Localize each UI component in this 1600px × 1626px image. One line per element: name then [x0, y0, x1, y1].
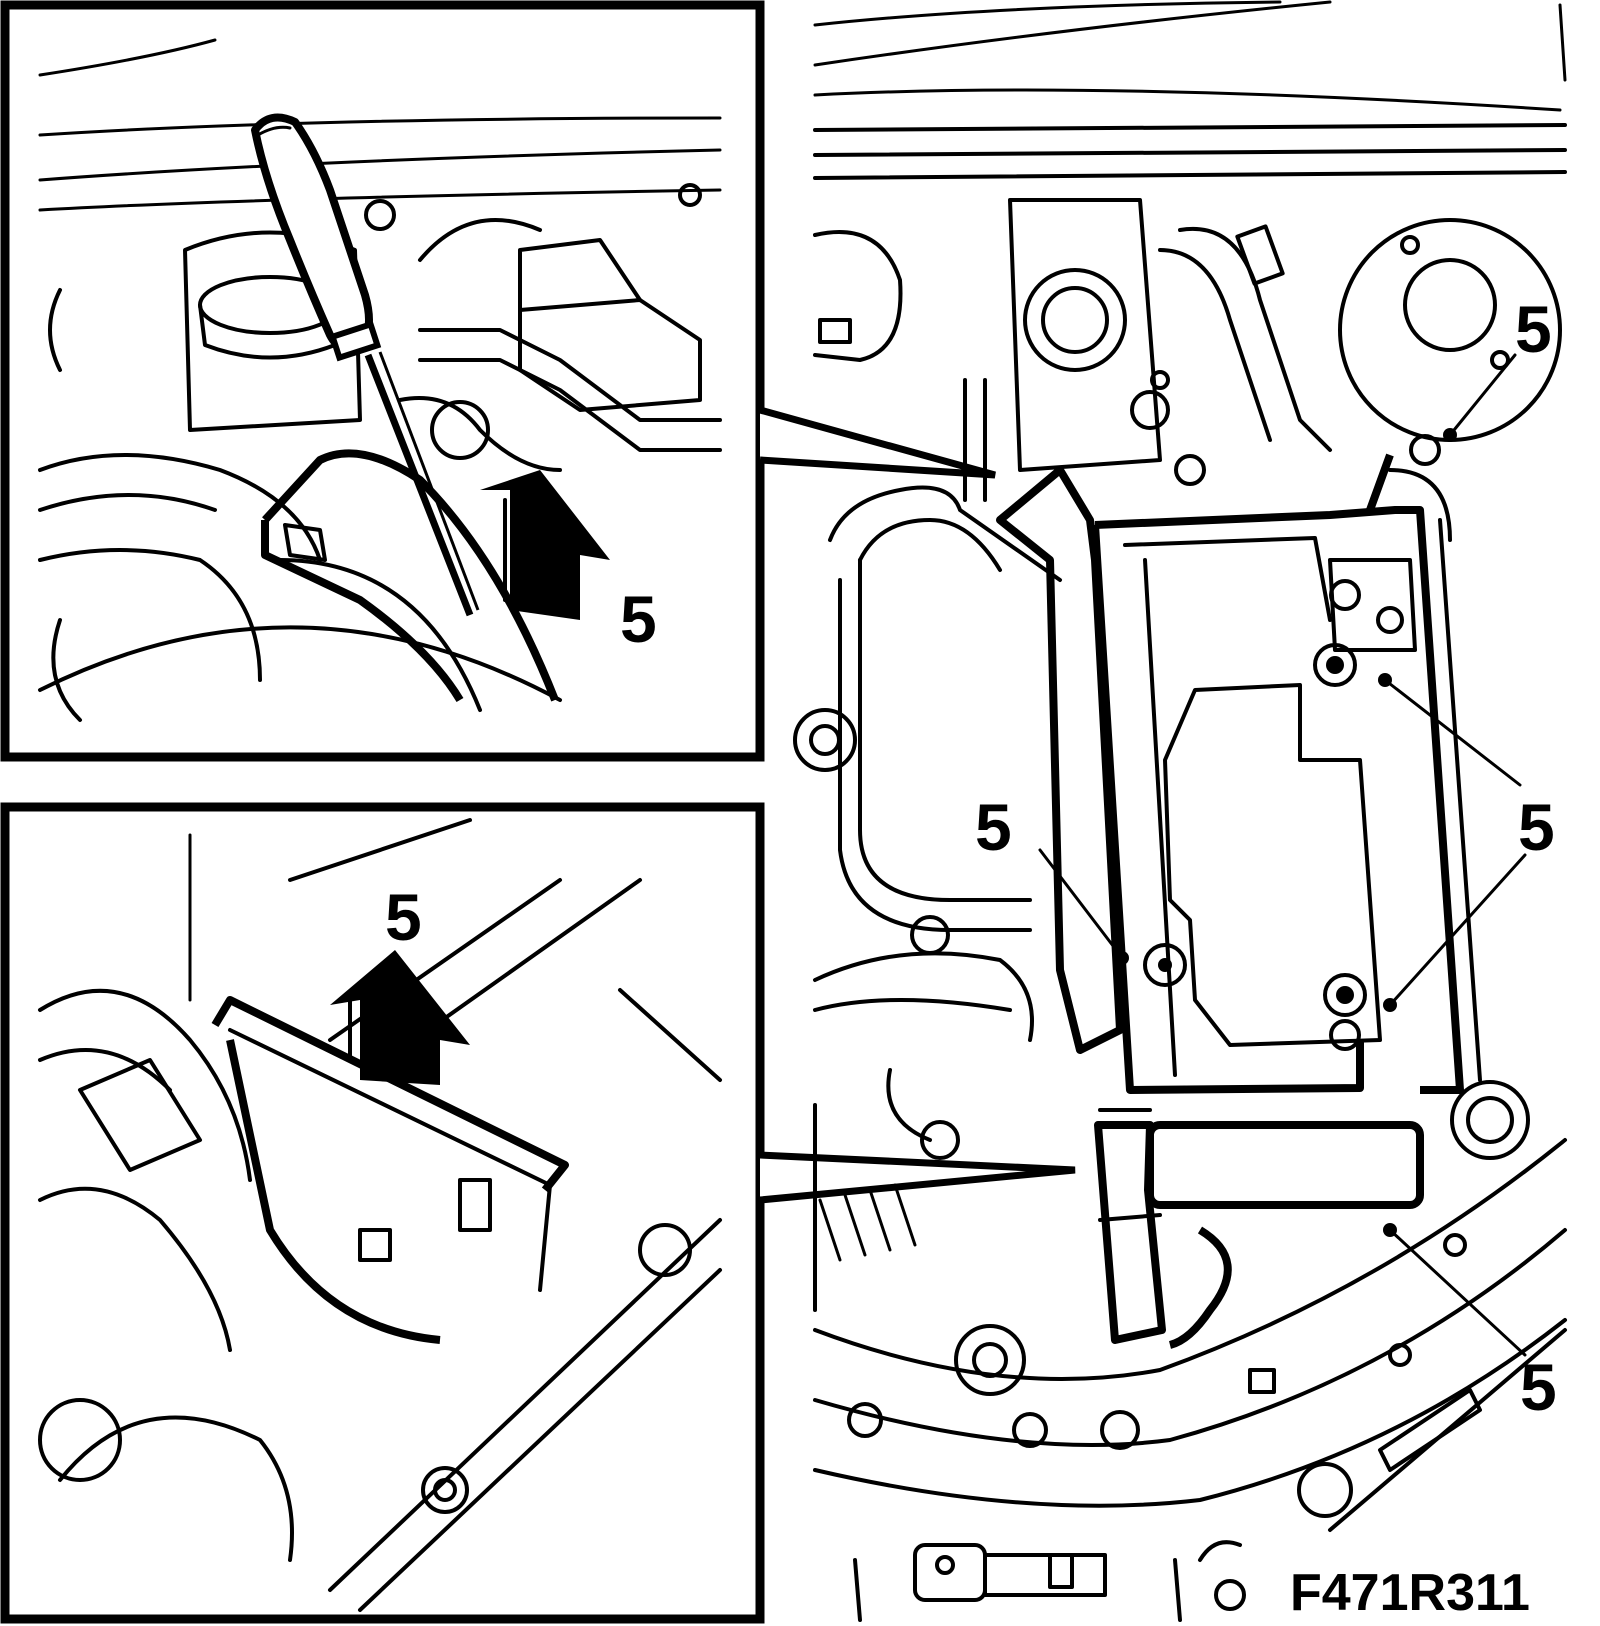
figure-reference-code: F471R311: [1290, 1564, 1530, 1622]
inset-top-frame: [0, 0, 765, 762]
inset-top-screwdriver-release: 5: [0, 0, 765, 762]
inset-bottom-frame: [0, 802, 765, 1624]
callout-label: 5: [1520, 1350, 1557, 1424]
inset-bottom-connector: [759, 1151, 1076, 1204]
callout-main-top-right: 5: [1443, 292, 1552, 442]
lift-arrow-icon: [330, 950, 470, 1085]
callout-main-mid-left: 5: [975, 790, 1129, 965]
callout-label: 5: [620, 582, 657, 656]
callout-label: 5: [1518, 790, 1555, 864]
callout-main-bottom-right: 5: [1383, 1223, 1557, 1424]
callout-label: 5: [1515, 292, 1552, 366]
callout-label: 5: [385, 880, 422, 954]
inset-top-connector: [759, 406, 996, 479]
direction-arrow-icon: [480, 470, 610, 620]
callout-main-mid-right: 5: [1378, 673, 1555, 1012]
inset-bottom-panel-lift: 5: [0, 802, 765, 1624]
screwdriver-icon: [251, 113, 480, 617]
main-engine-bay-view: [793, 0, 1567, 1622]
callout-label: 5: [975, 790, 1012, 864]
